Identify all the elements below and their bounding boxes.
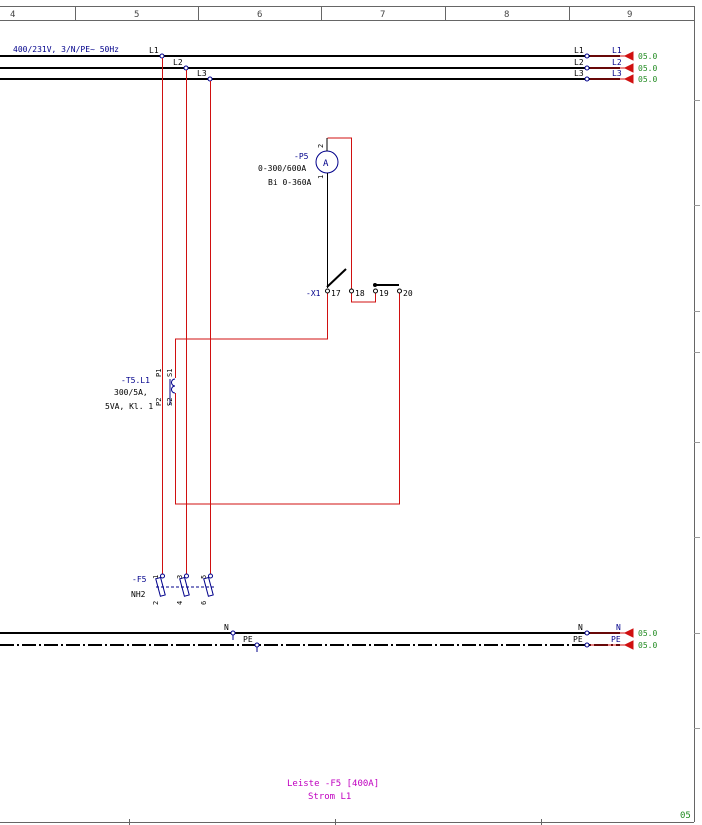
fuse-pin-labels: 1 3 5 2 4 6 bbox=[152, 575, 208, 605]
junction-dots bbox=[159, 53, 590, 82]
ammeter-tag: -P5 bbox=[294, 152, 309, 161]
fuse-pin-5: 5 bbox=[200, 575, 208, 579]
terminal-numbers: 17 18 19 20 bbox=[331, 289, 413, 298]
ct-ratio: 300/5A, bbox=[114, 388, 148, 397]
ammeter-range: 0-300/600A bbox=[258, 164, 306, 173]
ammeter-pin-bottom: 1 bbox=[317, 175, 325, 179]
fuse-l2-icon bbox=[179, 576, 190, 597]
n-pe-refs: 05.0 05.0 bbox=[638, 629, 657, 650]
ammeter-bi: Bi 0-360A bbox=[268, 178, 312, 187]
ref-l1[interactable]: 05.0 bbox=[638, 52, 657, 61]
arrow-l1-icon bbox=[623, 51, 634, 61]
transformer-coil-icon bbox=[169, 378, 176, 405]
ammeter-letter: A bbox=[323, 159, 329, 169]
ct-s1: S1 bbox=[166, 369, 174, 377]
arrow-l3-icon bbox=[623, 74, 634, 84]
ruler-col-5: 5 bbox=[134, 10, 139, 20]
fuse-type: NH2 bbox=[131, 590, 146, 599]
phase-continuation-arrows bbox=[590, 51, 634, 84]
outer-label-l3: L3 bbox=[612, 69, 622, 78]
terminal-18: 18 bbox=[355, 289, 365, 298]
arrow-n-icon bbox=[623, 628, 634, 638]
ref-n[interactable]: 05.0 bbox=[638, 629, 657, 638]
pe-outer-label: PE bbox=[611, 635, 621, 644]
terminal-17: 17 bbox=[331, 289, 341, 298]
fuse-pin-3: 3 bbox=[176, 575, 184, 579]
ruler-col-9: 9 bbox=[627, 10, 632, 20]
n-outer-label: N bbox=[616, 623, 621, 632]
ammeter-pin-top: 2 bbox=[317, 144, 325, 148]
n-pe-arrows bbox=[590, 628, 634, 650]
fuse-pin-2: 2 bbox=[152, 601, 160, 605]
arrow-l2-icon bbox=[623, 63, 634, 73]
phase-right-l1: L1 bbox=[574, 46, 584, 55]
fuse-symbol bbox=[155, 573, 214, 597]
ruler-col-6: 6 bbox=[257, 10, 262, 20]
terminal-switch-blade bbox=[326, 268, 347, 288]
phase-label-l1: L1 bbox=[149, 46, 159, 55]
arrow-pe-icon bbox=[623, 640, 634, 650]
ct-s2: S2 bbox=[166, 398, 174, 406]
ammeter-symbol: A bbox=[315, 138, 339, 288]
terminal-tag: -X1 bbox=[306, 289, 321, 298]
title-line-2: Strom L1 bbox=[308, 792, 351, 802]
ammeter-wiring bbox=[175, 137, 400, 505]
right-ruler-ticks bbox=[694, 100, 700, 729]
ref-pe[interactable]: 05.0 bbox=[638, 641, 657, 650]
phase-outer-labels: L1 L2 L3 bbox=[612, 46, 622, 78]
phase-right-l3: L3 bbox=[574, 69, 584, 78]
title-line-1: Leiste -F5 [400A] bbox=[287, 779, 379, 789]
ct-p2: P2 bbox=[155, 398, 163, 406]
terminal-20: 20 bbox=[403, 289, 413, 298]
phase-bus bbox=[0, 55, 620, 80]
ruler-labels: 4 5 6 7 8 9 bbox=[10, 10, 632, 20]
terminal-19: 19 bbox=[379, 289, 389, 298]
fuse-tag: -F5 bbox=[132, 575, 147, 584]
outer-label-l1: L1 bbox=[612, 46, 622, 55]
sheet-frame bbox=[0, 6, 695, 825]
ct-p1: P1 bbox=[155, 369, 163, 377]
phase-label-l3: L3 bbox=[197, 69, 207, 78]
ruler-col-7: 7 bbox=[380, 10, 385, 20]
supply-spec: 400/231V, 3/N/PE~ 50Hz bbox=[13, 45, 119, 54]
ref-l3[interactable]: 05.0 bbox=[638, 75, 657, 84]
phase-label-l2: L2 bbox=[173, 58, 183, 67]
phase-refs: 05.0 05.0 05.0 bbox=[638, 52, 657, 84]
pe-label: PE bbox=[243, 635, 253, 644]
phase-labels: L1 L2 L3 L1 L2 L3 bbox=[149, 46, 584, 78]
ct-rating: 5VA, Kl. 1 bbox=[105, 402, 153, 411]
fuse-pin-4: 4 bbox=[176, 601, 184, 605]
phase-wires bbox=[162, 58, 211, 574]
ruler-col-4: 4 bbox=[10, 10, 15, 20]
fuse-pin-6: 6 bbox=[200, 601, 208, 605]
ruler-col-8: 8 bbox=[504, 10, 509, 20]
outer-label-l2: L2 bbox=[612, 58, 622, 67]
fuse-l1-icon bbox=[155, 576, 166, 597]
phase-right-l2: L2 bbox=[574, 58, 584, 67]
page-number: 05 bbox=[680, 811, 691, 821]
fuse-l3-icon bbox=[203, 576, 214, 597]
n-pe-taps bbox=[230, 630, 590, 652]
n-label: N bbox=[224, 623, 229, 632]
current-transformer-symbol bbox=[169, 378, 176, 405]
ref-l2[interactable]: 05.0 bbox=[638, 64, 657, 73]
pe-right-label: PE bbox=[573, 635, 583, 644]
terminal-strip bbox=[325, 268, 402, 294]
n-right-label: N bbox=[578, 623, 583, 632]
ct-tag: -T5.L1 bbox=[121, 376, 150, 385]
fuse-pin-1: 1 bbox=[152, 575, 160, 579]
